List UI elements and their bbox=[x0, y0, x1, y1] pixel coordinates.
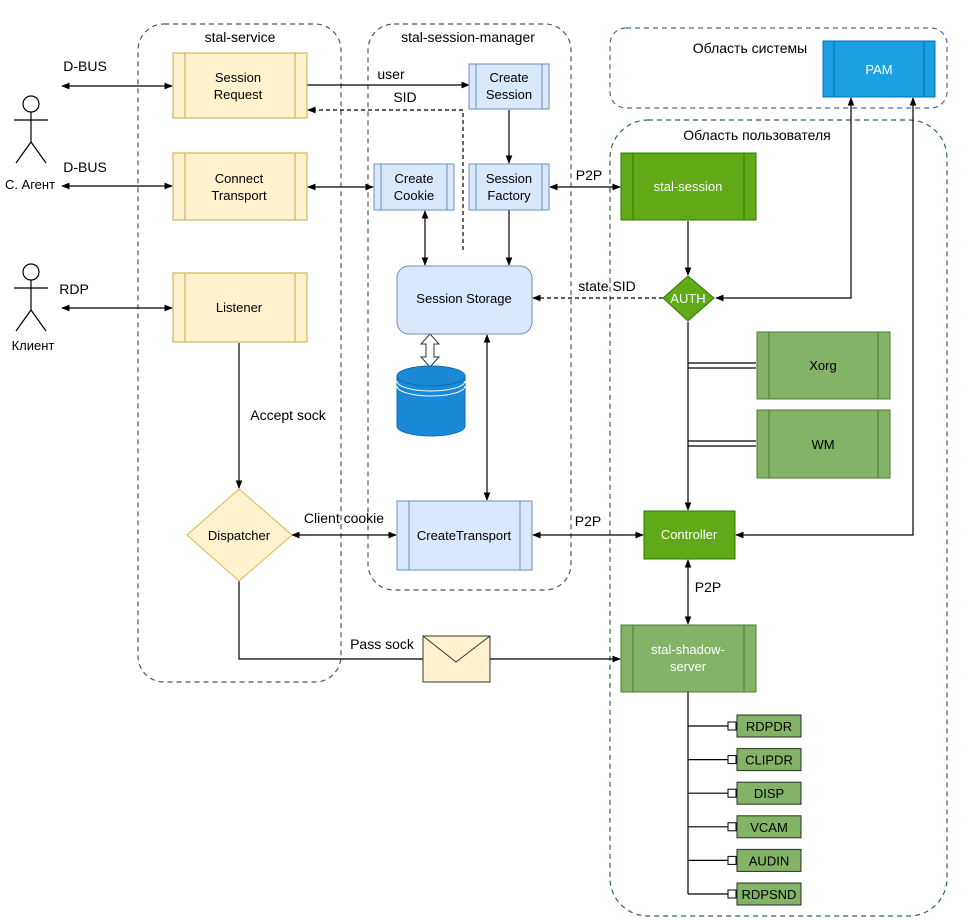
connect-transport-label-2: Transport bbox=[211, 188, 267, 203]
label-rdp: RDP bbox=[59, 281, 89, 297]
edge-sid bbox=[307, 106, 464, 250]
actor-agent bbox=[14, 95, 48, 164]
auth-label: AUTH bbox=[670, 291, 705, 306]
channel-box bbox=[736, 714, 802, 738]
channel-vcam[interactable]: VCAM bbox=[688, 815, 802, 839]
channel-port-icon bbox=[727, 822, 737, 832]
channel-box bbox=[736, 748, 802, 772]
xorg-label: Xorg bbox=[809, 358, 836, 373]
channel-port-icon bbox=[727, 855, 737, 865]
shadow-server-label-2: server bbox=[670, 659, 707, 674]
edge-labels: D-BUS D-BUS RDP user SID P2P state SID A… bbox=[59, 58, 721, 652]
controller-node[interactable]: Controller bbox=[643, 510, 736, 560]
session-request-node[interactable]: Session Request bbox=[172, 52, 308, 119]
create-transport-node[interactable]: CreateTransport bbox=[396, 500, 533, 571]
envelope-icon bbox=[422, 635, 491, 683]
controller-label: Controller bbox=[661, 527, 718, 542]
database-icon bbox=[396, 365, 466, 437]
container-manager-title: stal-session-manager bbox=[401, 29, 535, 45]
storage-db-hollow-arrow bbox=[419, 333, 441, 368]
channel-port-icon bbox=[727, 889, 737, 899]
connect-transport-label-1: Connect bbox=[215, 171, 264, 186]
session-storage-label: Session Storage bbox=[416, 291, 511, 306]
channel-list: RDPDR CLIPDR DISP VCAM AUDIN RDPSND bbox=[688, 714, 802, 906]
label-p2p-shadow: P2P bbox=[695, 579, 721, 595]
channel-box bbox=[736, 781, 802, 805]
create-transport-label: CreateTransport bbox=[417, 528, 512, 543]
create-session-label-1: Create bbox=[489, 70, 528, 85]
container-stal-session-manager: stal-session-manager bbox=[367, 23, 572, 591]
stal-shadow-server-node[interactable]: stal-shadow- server bbox=[620, 624, 757, 693]
session-storage-node[interactable]: Session Storage bbox=[396, 265, 533, 335]
auth-node[interactable]: AUTH bbox=[662, 275, 715, 322]
wm-label: WM bbox=[811, 437, 834, 452]
channel-label: RDPSND bbox=[742, 887, 797, 902]
shadow-server-label-1: stal-shadow- bbox=[651, 642, 725, 657]
channel-box bbox=[736, 882, 802, 906]
label-accept-sock: Accept sock bbox=[250, 407, 326, 423]
channel-port-icon bbox=[727, 721, 737, 731]
label-dbus-1: D-BUS bbox=[63, 58, 107, 74]
channel-label: DISP bbox=[754, 786, 784, 801]
dispatcher-node[interactable]: Dispatcher bbox=[186, 488, 293, 582]
stal-session-node[interactable]: stal-session bbox=[620, 152, 757, 221]
actor-client bbox=[14, 263, 48, 332]
container-system-area: Область системы bbox=[609, 27, 948, 109]
label-user: user bbox=[377, 66, 405, 82]
channel-box bbox=[736, 848, 802, 872]
channel-disp[interactable]: DISP bbox=[688, 781, 802, 805]
listener-node[interactable]: Listener bbox=[172, 272, 308, 343]
channel-label: AUDIN bbox=[749, 853, 789, 868]
label-sid: SID bbox=[393, 89, 416, 105]
container-system-title: Область системы bbox=[693, 40, 807, 56]
client-head-icon bbox=[22, 263, 40, 281]
edge-pam-controller bbox=[735, 97, 917, 539]
channel-box bbox=[736, 815, 802, 839]
session-request-label-2: Request bbox=[214, 87, 263, 102]
edge-pass-sock bbox=[238, 581, 621, 663]
agent-head-icon bbox=[22, 95, 40, 113]
label-client-cookie: Client cookie bbox=[304, 510, 384, 526]
pam-node[interactable]: PAM bbox=[822, 40, 936, 98]
create-cookie-node[interactable]: Create Cookie bbox=[373, 163, 455, 211]
channel-port-icon bbox=[727, 755, 737, 765]
channel-port-icon bbox=[727, 788, 737, 798]
listener-label: Listener bbox=[216, 300, 263, 315]
channel-clipdr[interactable]: CLIPDR bbox=[688, 748, 802, 772]
stal-session-label: stal-session bbox=[654, 179, 723, 194]
dispatcher-label: Dispatcher bbox=[208, 528, 271, 543]
container-stal-service: stal-service bbox=[137, 23, 342, 683]
label-p2p-session: P2P bbox=[576, 167, 602, 183]
channel-rdpdr[interactable]: RDPDR bbox=[688, 714, 802, 738]
create-cookie-label-1: Create bbox=[394, 171, 433, 186]
label-pass-sock: Pass sock bbox=[350, 636, 415, 652]
session-factory-label-2: Factory bbox=[487, 188, 531, 203]
wm-node[interactable]: WM bbox=[756, 409, 891, 479]
label-dbus-2: D-BUS bbox=[63, 159, 107, 175]
session-request-label-1: Session bbox=[215, 70, 261, 85]
actor-agent-label: С. Агент bbox=[5, 177, 55, 192]
channel-label: CLIPDR bbox=[745, 753, 793, 768]
create-session-node[interactable]: Create Session bbox=[468, 63, 550, 110]
create-cookie-label-2: Cookie bbox=[394, 188, 434, 203]
pam-label: PAM bbox=[865, 62, 892, 77]
label-p2p-controller: P2P bbox=[575, 513, 601, 529]
channel-audin[interactable]: AUDIN bbox=[688, 848, 802, 872]
channel-label: VCAM bbox=[750, 820, 788, 835]
actor-client-label: Клиент bbox=[12, 338, 55, 353]
session-factory-node[interactable]: Session Factory bbox=[468, 163, 550, 211]
xorg-node[interactable]: Xorg bbox=[756, 331, 891, 400]
session-factory-label-1: Session bbox=[486, 171, 532, 186]
create-session-label-2: Session bbox=[486, 87, 532, 102]
container-stal-service-title: stal-service bbox=[205, 29, 276, 45]
channel-label: RDPDR bbox=[746, 719, 792, 734]
container-user-title: Область пользователя bbox=[683, 127, 831, 143]
label-state-sid: state SID bbox=[578, 278, 636, 294]
channel-rdpsnd[interactable]: RDPSND bbox=[688, 882, 802, 906]
connect-transport-node[interactable]: Connect Transport bbox=[172, 152, 308, 221]
